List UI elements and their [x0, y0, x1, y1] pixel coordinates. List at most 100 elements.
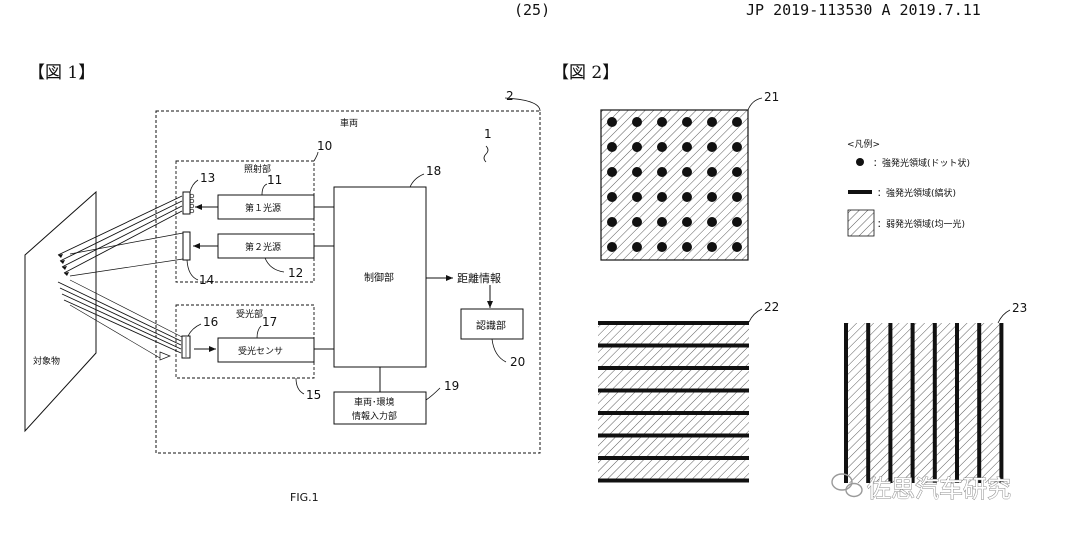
strong-emission-stripe — [598, 343, 749, 348]
recognition-ref-leader — [491, 338, 507, 363]
strong-emission-dot — [682, 242, 692, 252]
light2-ref-leader — [264, 257, 285, 273]
strong-emission-dot — [732, 192, 742, 202]
ref-dot-pattern: 21 — [764, 90, 779, 104]
watermark-text: 佐思汽车研究 — [867, 475, 1011, 503]
light1-ref-leader — [261, 183, 268, 196]
dot-beam-arrowheads — [58, 254, 69, 276]
strong-emission-dot — [707, 167, 717, 177]
distance-info-label: 距離情報 — [457, 271, 501, 285]
strong-emission-dot — [657, 167, 667, 177]
strong-emission-stripe — [910, 323, 915, 483]
return-arrowhead — [159, 351, 171, 361]
ref-env: 19 — [444, 379, 459, 393]
strong-emission-dot — [657, 192, 667, 202]
light-source-2-label: 第２光源 — [245, 241, 281, 253]
strong-emission-stripe — [977, 323, 982, 483]
legend-weak-symbol — [847, 209, 875, 237]
page-number: (25) — [514, 1, 550, 19]
return-cone-lower — [69, 304, 161, 359]
dot-beams — [57, 195, 183, 274]
env-input-label-line2: 情報入力部 — [352, 410, 397, 422]
ref-light2: 12 — [288, 266, 303, 280]
strong-emission-dot — [707, 192, 717, 202]
ref16-leader — [187, 323, 202, 337]
strong-emission-dot — [707, 217, 717, 227]
emitter-dot — [189, 203, 195, 209]
emitter-dot — [189, 208, 195, 214]
strong-emission-stripe — [598, 433, 749, 438]
ref13-leader — [189, 179, 199, 193]
legend-stripe-symbol — [848, 190, 872, 194]
ref-vehicle: 2 — [506, 89, 514, 103]
strong-emission-dot — [682, 217, 692, 227]
strong-emission-dot — [632, 192, 642, 202]
irradiation-label: 照射部 — [244, 163, 271, 175]
return-beams — [57, 281, 182, 354]
strong-emission-stripe — [866, 323, 871, 483]
strong-emission-dot — [632, 217, 642, 227]
emitter-13 — [182, 191, 191, 215]
strong-emission-dot — [607, 117, 617, 127]
strong-emission-dot — [682, 192, 692, 202]
vehicle-ref-leader — [504, 97, 541, 112]
horizontal-stripes — [598, 321, 749, 483]
vertical-stripe-pattern-23 — [844, 323, 1004, 483]
legend-weak-text: ：弱発光領域(均一光) — [877, 218, 965, 230]
strong-emission-stripe — [598, 478, 749, 483]
watermark: 佐思汽车研究 — [831, 473, 1012, 504]
strong-emission-dot — [657, 217, 667, 227]
strong-emission-stripe — [598, 388, 749, 393]
ref22-leader — [748, 308, 763, 323]
env-input-label-line1: 車両･環境 — [354, 396, 395, 408]
strong-emission-dot — [657, 142, 667, 152]
strong-emission-stripe — [598, 411, 749, 415]
strong-emission-stripe — [888, 323, 893, 483]
strong-emission-dot — [607, 142, 617, 152]
strong-emission-stripe — [598, 366, 749, 370]
strong-emission-stripe — [932, 323, 937, 483]
light-source-1-box — [217, 194, 315, 220]
ref23-leader — [997, 309, 1011, 324]
strong-emission-dot — [732, 117, 742, 127]
control-ref-leader — [409, 173, 425, 188]
uniform-beam-lower — [69, 258, 184, 277]
system-ref-squiggle — [483, 145, 489, 163]
strong-emission-dot — [607, 167, 617, 177]
vehicle-boundary — [155, 110, 541, 454]
ref-receiver: 15 — [306, 388, 321, 402]
strong-emission-dot — [732, 242, 742, 252]
ref-system: 1 — [484, 127, 492, 141]
strong-emission-dot — [632, 242, 642, 252]
control-unit-box — [333, 186, 427, 368]
ref-13: 13 — [200, 171, 215, 185]
strong-emission-stripe — [844, 323, 848, 483]
dot-grid — [607, 117, 742, 252]
strong-emission-dot — [732, 217, 742, 227]
sensor-label: 受光センサ — [238, 345, 283, 357]
ref-irradiation: 10 — [317, 139, 332, 153]
strong-emission-dot — [607, 192, 617, 202]
strong-emission-dot — [632, 117, 642, 127]
return-cone-upper — [69, 279, 183, 338]
ref14-leader — [186, 259, 199, 281]
receiver-unit-box — [175, 304, 315, 379]
vehicle-label: 車両 — [340, 117, 358, 129]
strong-emission-dot — [682, 117, 692, 127]
emitter-dot — [189, 198, 195, 204]
strong-emission-dot — [682, 142, 692, 152]
fig2-heading: 【図 2】 — [552, 63, 619, 83]
sensor-box — [217, 337, 315, 363]
ref-14: 14 — [199, 273, 214, 287]
ref-light1: 11 — [267, 173, 282, 187]
wechat-icon — [831, 473, 863, 498]
uniform-beam-upper — [69, 232, 184, 255]
dot-pattern-21 — [600, 109, 749, 261]
strong-emission-dot — [707, 142, 717, 152]
recognition-label: 認識部 — [476, 319, 506, 332]
receiver-label: 受光部 — [236, 308, 263, 320]
env-input-box — [333, 391, 427, 425]
irradiation-ref-leader — [313, 151, 319, 162]
legend-stripe-text: ：強発光領域(縞状) — [877, 187, 956, 199]
